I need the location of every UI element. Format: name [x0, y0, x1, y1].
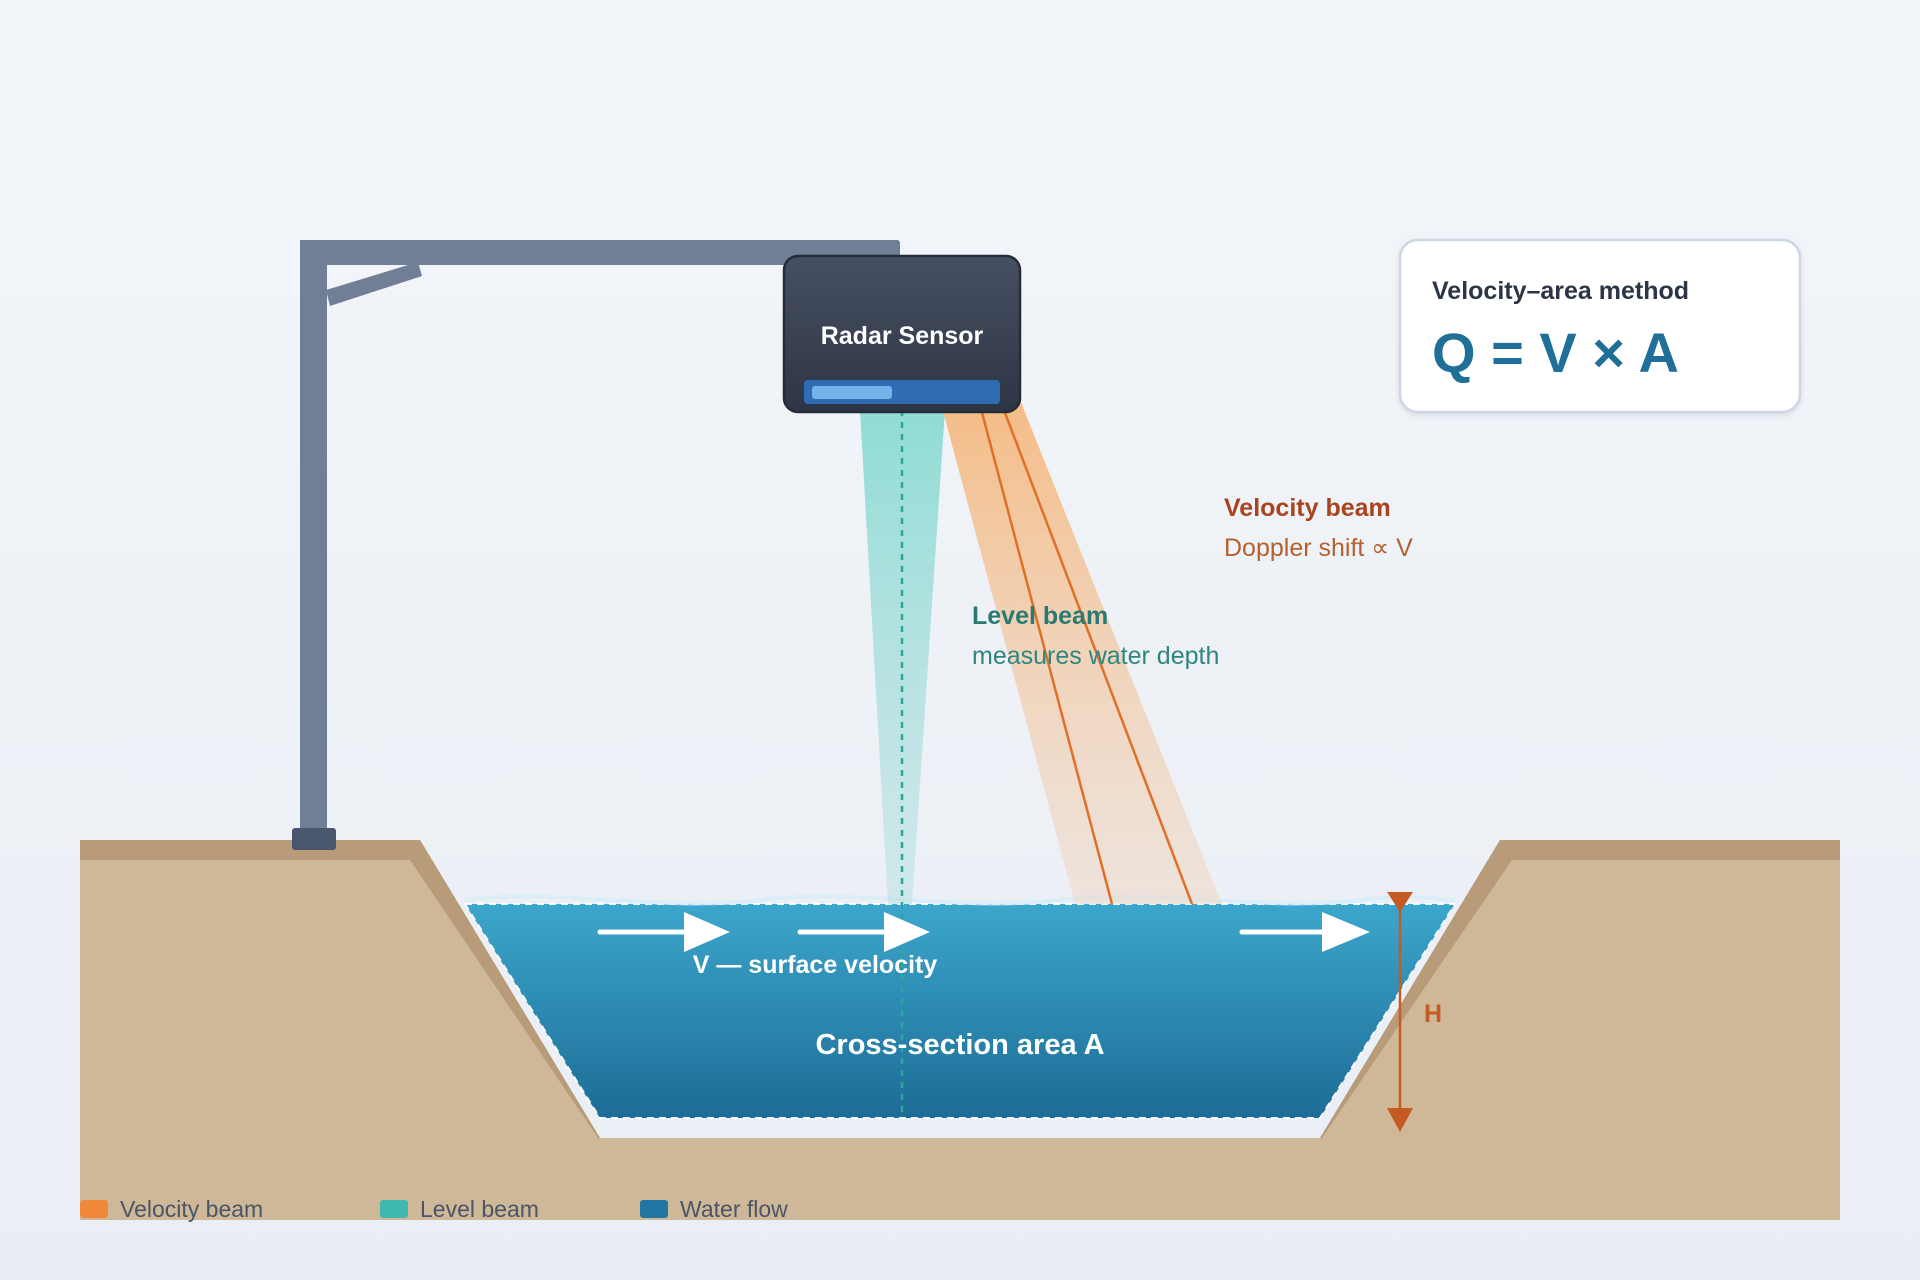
cross-section-area-label: Cross-section area A [815, 1029, 1104, 1061]
cross-section-outline [464, 903, 1456, 1119]
legend-label: Velocity beam [120, 1196, 263, 1222]
legend-label: Level beam [420, 1196, 539, 1222]
formula-card-box [1398, 238, 1802, 414]
mast-base [292, 828, 336, 850]
velocity-beam-ray-1 [978, 404, 1114, 905]
level-beam-cone [860, 410, 945, 904]
velocity-beam-title: Velocity beam [1224, 494, 1391, 522]
legend-item-level-beam: Level beam [380, 1196, 539, 1222]
level-beam-subtitle: measures water depth [972, 642, 1219, 670]
depth-arrow-bottom-icon [1387, 1108, 1413, 1132]
velocity-beam-ray-2 [1000, 404, 1194, 905]
flow-arrow-icon [797, 912, 930, 952]
water-channel [464, 894, 1456, 1119]
legend-item-velocity-beam: Velocity beam [80, 1196, 263, 1222]
sensor-label: Radar Sensor [821, 322, 984, 350]
velocity-beam [940, 400, 1222, 905]
formula-heading: Velocity–area method [1432, 277, 1689, 305]
legend-label: Water flow [680, 1196, 788, 1222]
legend-item-water-flow: Water flow [640, 1196, 788, 1222]
formula-equation: Q = V × A [1432, 321, 1679, 384]
legend-swatch [380, 1200, 408, 1218]
depth-arrow-top-icon [1387, 892, 1413, 912]
flow-arrow-icon [1239, 912, 1370, 952]
surface-wave [464, 894, 1456, 906]
sensor-body [782, 254, 1022, 414]
velocity-beam-cone [940, 400, 1222, 904]
sensor-antenna-highlight [812, 386, 892, 399]
flow-arrows [597, 912, 1370, 952]
water-cross-section [465, 904, 1455, 1118]
depth-marker: H [1387, 892, 1442, 1132]
mast-arm [300, 240, 900, 265]
legend-swatch [80, 1200, 108, 1218]
radar-sensor: Radar Sensor [782, 254, 1022, 414]
level-beam-title: Level beam [972, 602, 1108, 630]
depth-label: H [1424, 1000, 1442, 1028]
legend-swatch [640, 1200, 668, 1218]
mast-pole [300, 240, 327, 838]
legend: Velocity beam Level beam Water flow [80, 1196, 788, 1222]
level-beam [860, 410, 945, 1118]
sensor-mast [292, 240, 900, 850]
surface-velocity-label: V — surface velocity [693, 951, 938, 979]
flow-arrow-icon [597, 912, 730, 952]
velocity-beam-subtitle: Doppler shift ∝ V [1224, 534, 1413, 562]
mast-brace [326, 262, 422, 306]
formula-card: Velocity–area method Q = V × A [1398, 238, 1802, 414]
